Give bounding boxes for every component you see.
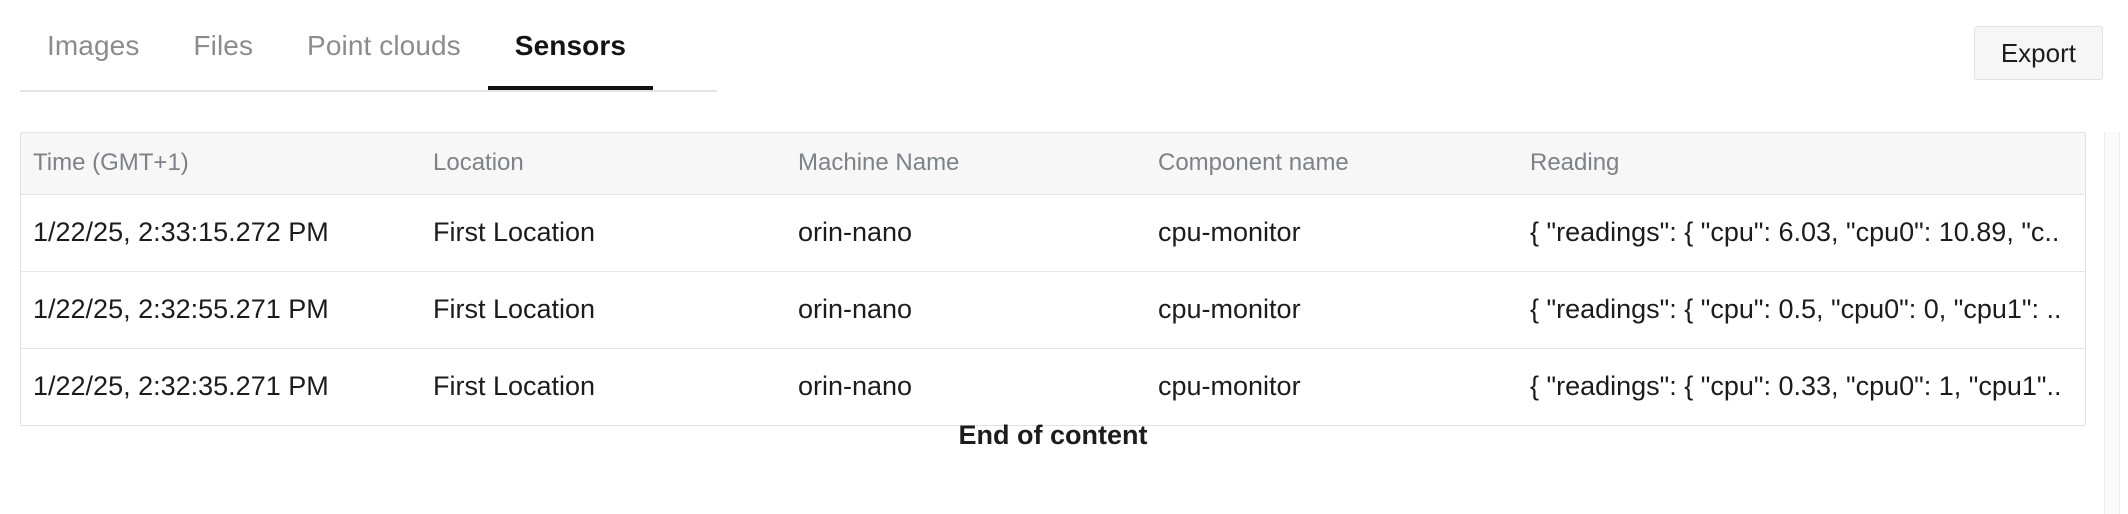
cell-component: cpu-monitor	[1158, 194, 1530, 272]
cell-machine: orin-nano	[798, 271, 1158, 349]
tab-point-clouds[interactable]: Point clouds	[280, 0, 488, 92]
table-header: Time (GMT+1) Location Machine Name Compo…	[21, 133, 2085, 195]
cell-location: First Location	[433, 271, 798, 349]
cell-reading: { "readings": { "cpu": 0.33, "cpu0": 1, …	[1530, 371, 2062, 401]
sensors-table-container: Time (GMT+1) Location Machine Name Compo…	[20, 132, 2086, 426]
cell-reading: { "readings": { "cpu": 0.5, "cpu0": 0, "…	[1530, 271, 2085, 349]
cell-location: First Location	[433, 194, 798, 272]
cell-machine: orin-nano	[798, 194, 1158, 272]
cell-time: 1/22/25, 2:32:55.271 PM	[21, 271, 433, 349]
tab-files[interactable]: Files	[166, 0, 280, 92]
tab-files-label: Files	[193, 30, 254, 61]
tab-list: Images Files Point clouds Sensors	[20, 0, 653, 92]
cell-component: cpu-monitor	[1158, 271, 1530, 349]
sensors-table: Time (GMT+1) Location Machine Name Compo…	[21, 133, 2085, 426]
tab-point-clouds-label: Point clouds	[307, 30, 461, 61]
tab-images-label: Images	[47, 30, 140, 61]
column-header-location[interactable]: Location	[433, 133, 798, 195]
table-header-row: Time (GMT+1) Location Machine Name Compo…	[21, 133, 2085, 195]
tab-bar-divider	[20, 90, 717, 92]
cell-time: 1/22/25, 2:33:15.272 PM	[21, 194, 433, 272]
vertical-scrollbar-thumb[interactable]	[2105, 132, 2119, 514]
table-row[interactable]: 1/22/25, 2:33:15.272 PM First Location o…	[21, 194, 2085, 272]
export-button[interactable]: Export	[1973, 26, 2103, 80]
cell-location: First Location	[433, 371, 596, 401]
end-of-content-label: End of content	[958, 420, 1148, 450]
table-row[interactable]: 1/22/25, 2:32:35.271 PM First Location o…	[21, 349, 2085, 426]
cell-component: cpu-monitor	[1158, 371, 1301, 401]
cell-reading: { "readings": { "cpu": 6.03, "cpu0": 10.…	[1530, 194, 2085, 272]
cell-machine: orin-nano	[798, 371, 913, 401]
tab-sensors-label: Sensors	[514, 30, 626, 61]
column-header-reading[interactable]: Reading	[1530, 133, 2085, 195]
tab-sensors[interactable]: Sensors	[487, 0, 653, 92]
table-row[interactable]: 1/22/25, 2:32:55.271 PM First Location o…	[21, 271, 2085, 349]
tab-bar: Images Files Point clouds Sensors Export	[0, 0, 2128, 95]
vertical-scrollbar-track[interactable]	[2104, 132, 2120, 514]
column-header-machine-name[interactable]: Machine Name	[798, 133, 1158, 195]
cell-time: 1/22/25, 2:32:35.271 PM	[33, 371, 329, 401]
tab-images[interactable]: Images	[20, 0, 166, 92]
table-body: 1/22/25, 2:33:15.272 PM First Location o…	[21, 194, 2085, 426]
column-header-time[interactable]: Time (GMT+1)	[21, 133, 433, 195]
column-header-component-name[interactable]: Component name	[1158, 133, 1530, 195]
tab-sensors-active-underline	[487, 86, 653, 90]
